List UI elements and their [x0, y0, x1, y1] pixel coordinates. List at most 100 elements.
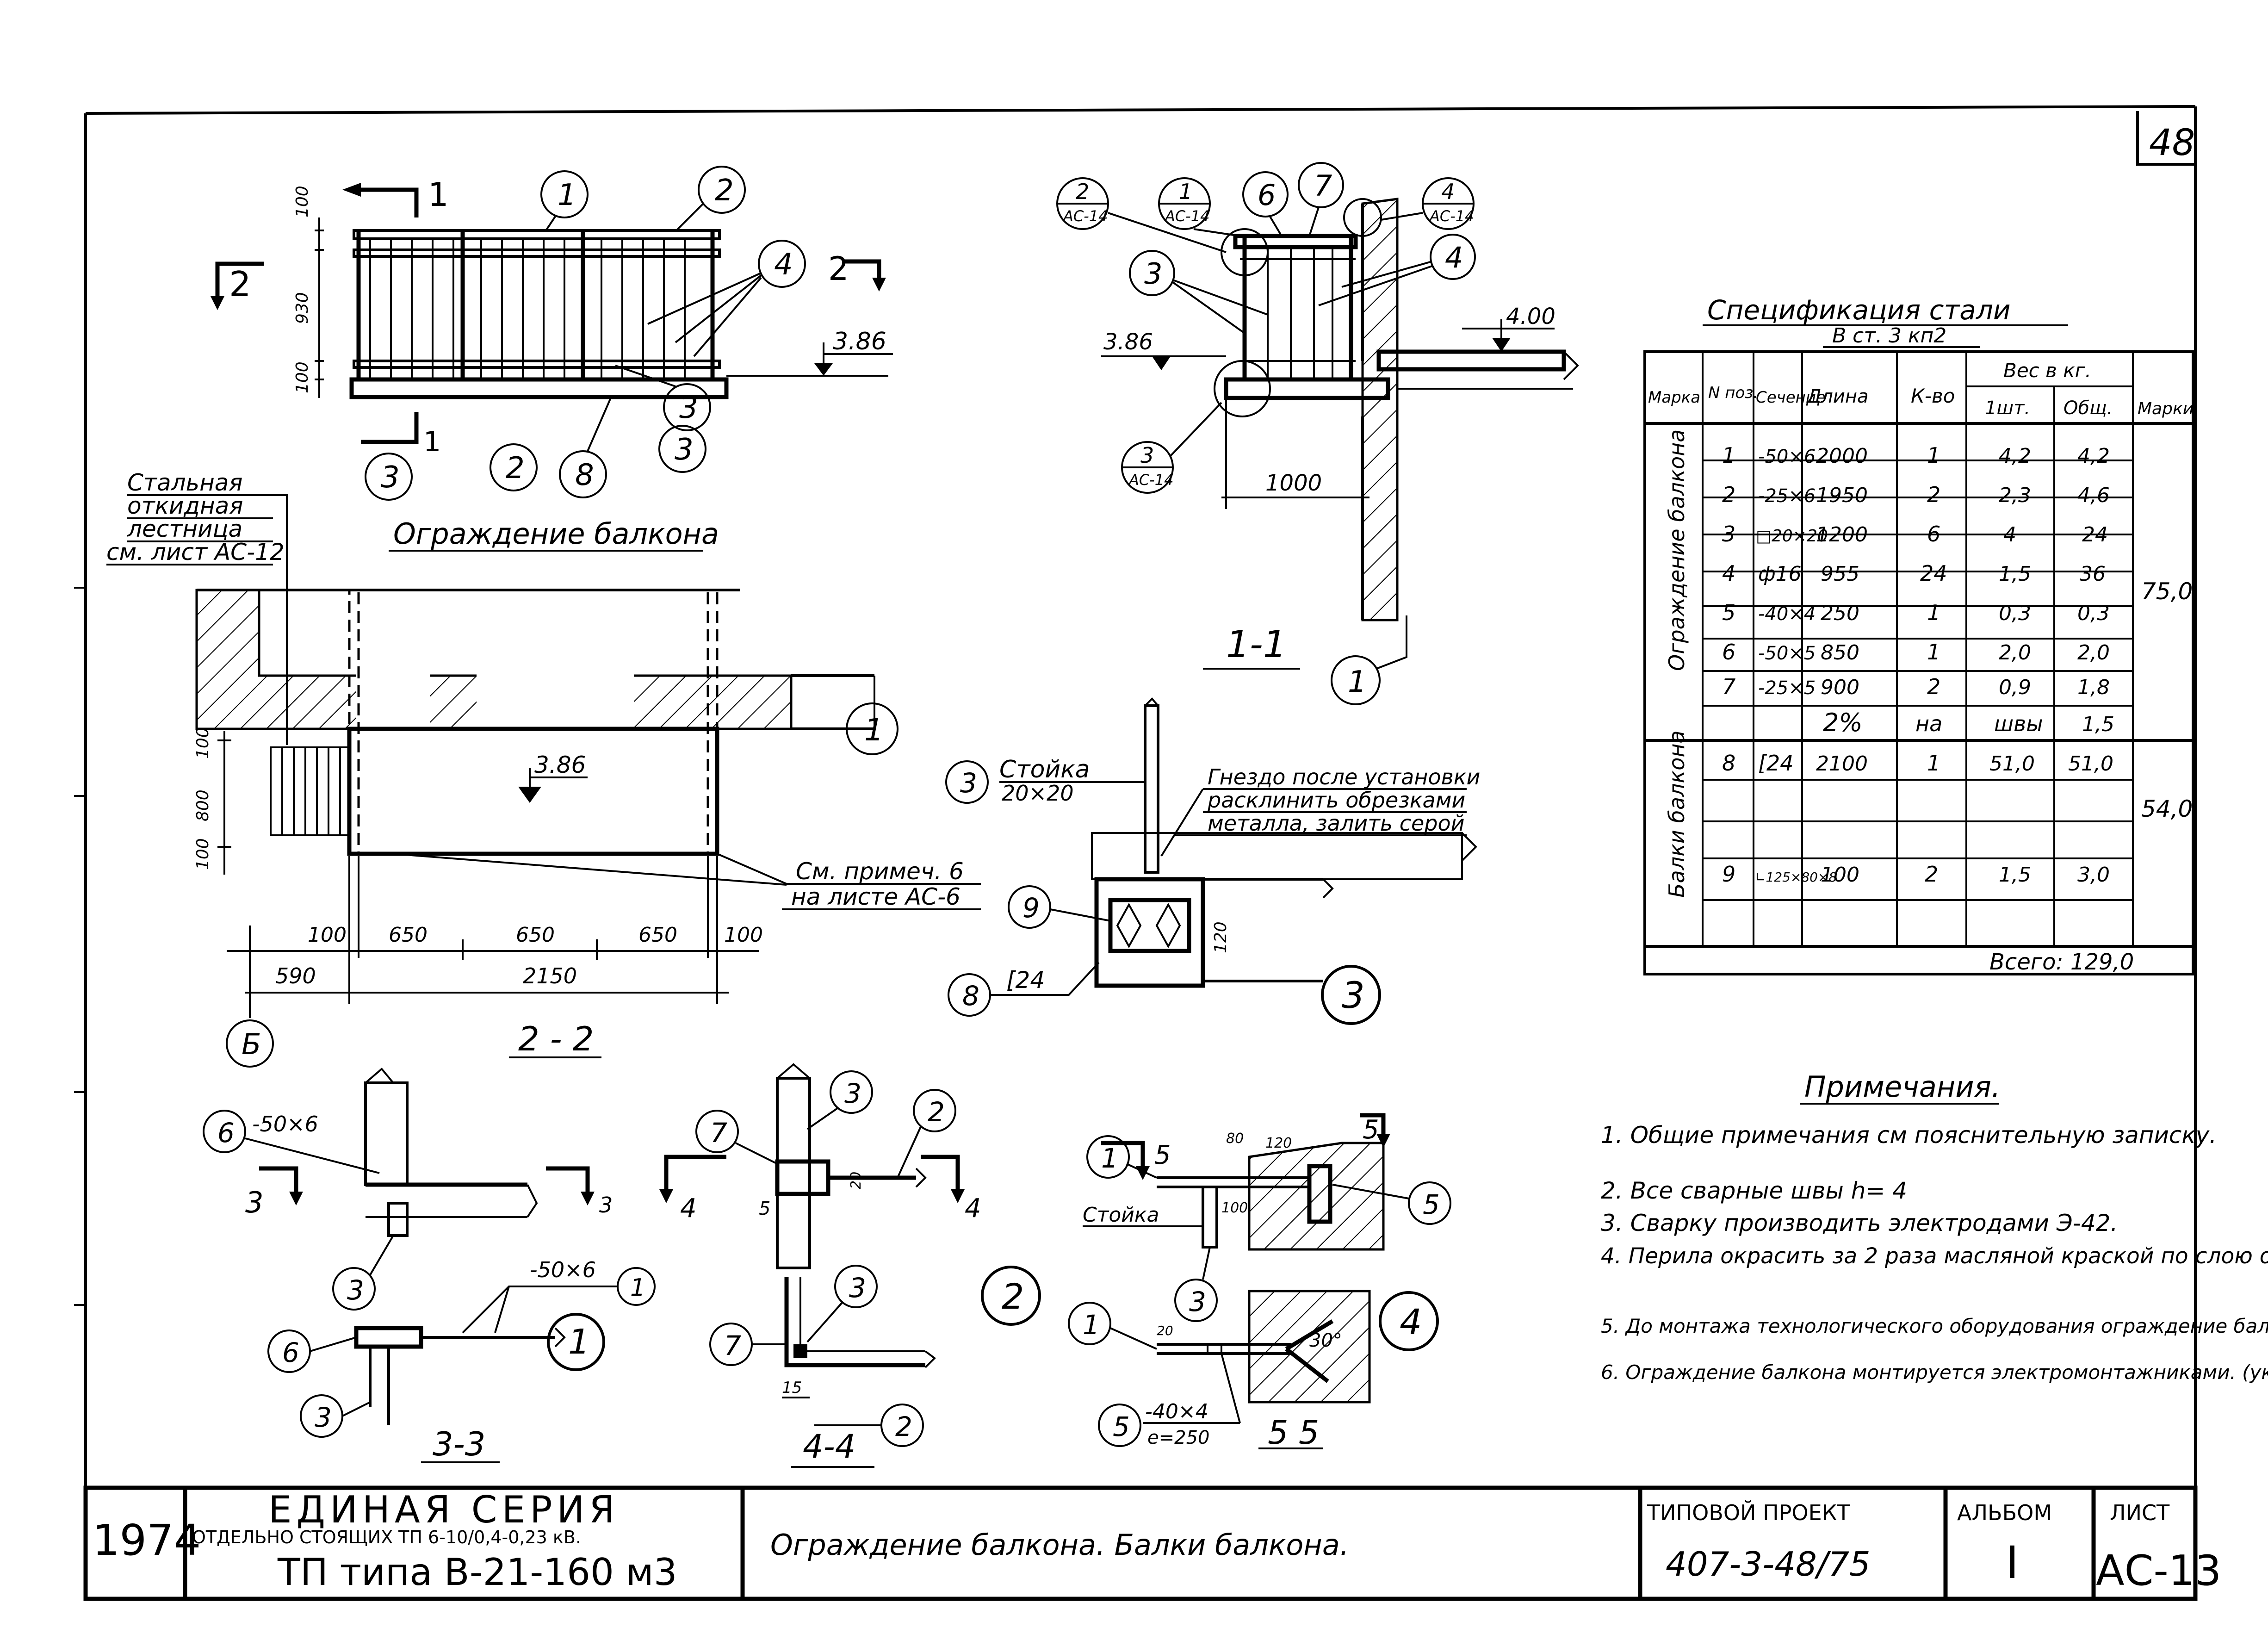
svg-text:АС-14: АС-14: [1062, 207, 1108, 225]
railing-balusters: [356, 230, 715, 379]
cut-mark-2-left: 2: [229, 264, 251, 304]
det55-dim-80: 80: [1226, 1131, 1244, 1147]
svg-text:900: 900: [1821, 676, 1859, 699]
plan-note-ref-1: См. примеч. 6: [796, 858, 964, 885]
svg-text:-25×5: -25×5: [1758, 677, 1816, 699]
title-album-label: АЛЬБОМ: [1957, 1500, 2052, 1525]
det55-post-label: Стойка: [1083, 1203, 1159, 1227]
svg-text:3: 3: [1722, 522, 1735, 547]
node3-channel: [24: [1006, 967, 1045, 994]
svg-text:-50×5: -50×5: [1758, 643, 1816, 664]
elev-dim-bottom: 100: [293, 361, 312, 393]
svg-text:24: 24: [2082, 523, 2108, 547]
svg-text:Марки: Марки: [2138, 399, 2194, 418]
svg-text:8: 8: [1722, 751, 1735, 776]
svg-text:∟125×80×8: ∟125×80×8: [1755, 870, 1837, 885]
svg-text:1: 1: [630, 1274, 645, 1302]
note-3: 3. Сварку производить электродами Э-42.: [1601, 1210, 2118, 1236]
title-series-type: ТП типа В-21-160 м3: [277, 1551, 677, 1594]
det55-plate: -40×4: [1145, 1400, 1208, 1423]
spec-subtitle: В ст. 3 кп2: [1832, 324, 1946, 348]
svg-text:1шт.: 1шт.: [1985, 398, 2030, 419]
plan-dim-left-3: 100: [193, 838, 212, 870]
spec-group-2: Балки балкона: [1664, 730, 1689, 898]
svg-text:2,0: 2,0: [2077, 641, 2110, 665]
ladder-note-1: Стальная: [127, 469, 243, 496]
plan-dim-left-1: 100: [193, 727, 212, 759]
svg-text:АС-14: АС-14: [1429, 207, 1475, 225]
notes: Примечания. 1. Общие примечания см поясн…: [1601, 1070, 2268, 1384]
folding-ladder: [270, 746, 350, 836]
svg-text:Сечение: Сечение: [1756, 388, 1826, 407]
spec-group-2-weight: 54,0: [2141, 795, 2193, 822]
svg-text:4: 4: [1445, 241, 1463, 274]
svg-text:2: 2: [928, 1096, 945, 1128]
svg-text:3: 3: [1144, 257, 1162, 291]
det33-cut-right: 3: [599, 1193, 613, 1218]
plan-dim-1: 100: [308, 923, 347, 947]
svg-text:АС-14: АС-14: [1128, 471, 1174, 489]
spec-title: Спецификация стали: [1707, 294, 2011, 326]
det33-label: 3-3: [433, 1425, 485, 1463]
title-album-value: I: [2006, 1537, 2019, 1589]
svg-text:1200: 1200: [1816, 523, 1868, 547]
svg-text:4: 4: [2003, 523, 2016, 547]
svg-text:24: 24: [1920, 561, 1947, 586]
svg-text:2%: 2%: [1823, 708, 1863, 737]
sec11-level-left: 3.86: [1103, 329, 1153, 355]
det33-strip-top: -50×6: [252, 1112, 318, 1137]
cut-mark-2-right: 2: [828, 250, 849, 288]
svg-text:1950: 1950: [1816, 484, 1868, 507]
sheet-number: 48: [2149, 122, 2195, 164]
svg-text:2100: 2100: [1816, 752, 1868, 776]
svg-text:7: 7: [1314, 169, 1332, 203]
svg-text:3: 3: [1140, 443, 1154, 468]
det55-dim-120: 120: [1265, 1135, 1292, 1151]
spec-group-1: Ограждение балкона: [1664, 429, 1689, 671]
svg-text:2: 2: [895, 1411, 912, 1442]
svg-text:2: 2: [1925, 862, 1938, 887]
detail-4-4: 4 4 7 3 2 5 20 3 7 15 2 2 4-4: [659, 1063, 1041, 1468]
svg-text:Общ.: Общ.: [2064, 398, 2113, 419]
ladder-note-3: лестница: [127, 516, 242, 542]
det55-dim-angle: 30°: [1309, 1330, 1342, 1351]
svg-text:Длина: Длина: [1806, 386, 1868, 407]
svg-text:4: 4: [1722, 561, 1735, 586]
section-1-1: 3.86 4.00 1000 1-1 2 АС-14 1 АС-14 4 АС-…: [1056, 162, 1579, 705]
svg-text:5: 5: [1722, 600, 1735, 625]
svg-text:N поз.: N поз.: [1708, 384, 1758, 402]
svg-text:36: 36: [2080, 562, 2106, 586]
title-project-code: 407-3-48/75: [1666, 1545, 1871, 1584]
plan-view: Стальная откидная лестница см. лист АС-1…: [106, 469, 981, 1068]
svg-text:3: 3: [675, 433, 694, 467]
svg-text:2: 2: [1076, 179, 1089, 204]
svg-text:АС-14: АС-14: [1164, 207, 1210, 225]
svg-text:6: 6: [1927, 522, 1940, 547]
svg-text:2: 2: [1722, 482, 1735, 507]
spec-total: Всего: 129,0: [1989, 949, 2134, 975]
svg-text:1,5: 1,5: [2082, 713, 2114, 736]
sec11-dim: 1000: [1265, 470, 1322, 496]
svg-text:850: 850: [1821, 641, 1859, 665]
svg-text:1,8: 1,8: [2077, 676, 2110, 699]
svg-text:51,0: 51,0: [2068, 752, 2113, 776]
railing-elevation: 1 1 2 2 100 930 100 3.86 1 2 4: [211, 166, 893, 501]
svg-text:5: 5: [1113, 1411, 1130, 1442]
svg-text:0,3: 0,3: [1999, 602, 2031, 625]
svg-text:4,2: 4,2: [1999, 444, 2031, 468]
svg-text:1: 1: [1179, 179, 1192, 204]
svg-text:7: 7: [1722, 674, 1735, 699]
svg-text:8: 8: [962, 980, 979, 1012]
svg-text:2,3: 2,3: [1999, 484, 2031, 507]
svg-text:4,6: 4,6: [2077, 484, 2110, 507]
det55-dim-20: 20: [1157, 1323, 1173, 1338]
svg-text:[24: [24: [1758, 751, 1793, 776]
svg-text:2: 2: [1927, 482, 1940, 507]
svg-text:100: 100: [1821, 863, 1859, 887]
plan-note-ref-2: на листе АС-6: [791, 883, 960, 910]
node3-socket-1: Гнездо после установки: [1208, 764, 1480, 789]
svg-text:51,0: 51,0: [1989, 752, 2035, 776]
svg-text:6: 6: [1722, 640, 1735, 665]
